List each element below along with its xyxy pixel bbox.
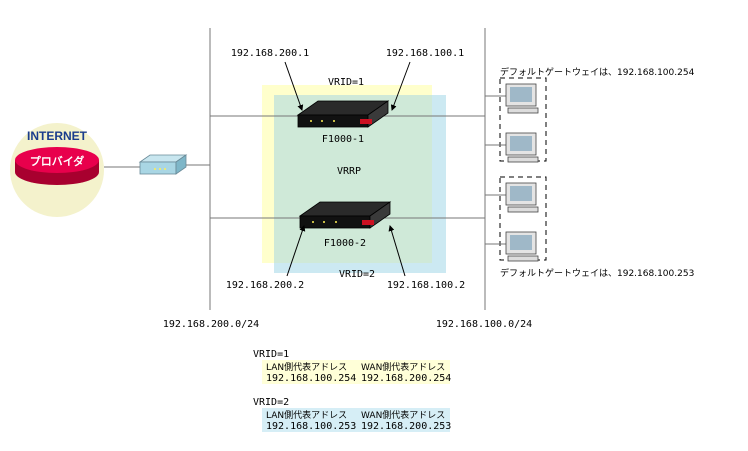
table-vrid2-header-lan: LAN側代表アドレス: [266, 409, 347, 421]
computer-icon: [505, 132, 539, 163]
router1-wan-ip: 192.168.200.1: [231, 48, 309, 59]
table-vrid2-value-wan: 192.168.200.253: [361, 421, 451, 432]
arrow-router2-wan: [286, 225, 306, 277]
table-vrid2-header-wan: WAN側代表アドレス: [361, 409, 445, 421]
table-vrid1-title: VRID=1: [253, 349, 289, 360]
arrow-router2-lan: [388, 225, 406, 277]
gateway-label-2: デフォルトゲートウェイは、192.168.100.253: [500, 267, 694, 279]
table-vrid1-header-wan: WAN側代表アドレス: [361, 361, 445, 373]
lan-network-label: 192.168.100.0/24: [436, 319, 532, 330]
internet-label: INTERNET: [27, 129, 88, 143]
router2-name: F1000-2: [324, 238, 366, 249]
router2-wan-ip: 192.168.200.2: [226, 280, 304, 291]
vrid1-label: VRID=1: [328, 77, 364, 88]
table-vrid1-value-wan: 192.168.200.254: [361, 373, 451, 384]
wan-network-label: 192.168.200.0/24: [163, 319, 259, 330]
router2-lan-ip: 192.168.100.2: [387, 280, 465, 291]
router-f1000-2-icon: [298, 201, 392, 229]
table-vrid2-title: VRID=2: [253, 397, 289, 408]
gateway-label-1: デフォルトゲートウェイは、192.168.100.254: [500, 66, 695, 78]
hub-icon: [138, 154, 188, 175]
arrow-router1-wan: [284, 61, 304, 111]
vrid2-label: VRID=2: [339, 269, 375, 280]
computer-icon: [505, 83, 539, 114]
table-vrid1-value-lan: 192.168.100.254: [266, 373, 356, 384]
router-f1000-1-icon: [296, 100, 390, 128]
computer-icon: [505, 182, 539, 213]
router1-name: F1000-1: [322, 134, 364, 145]
vrrp-label: VRRP: [337, 166, 361, 177]
table-vrid1-bg: [262, 360, 450, 384]
table-vrid2-value-lan: 192.168.100.253: [266, 421, 356, 432]
table-vrid1-header-lan: LAN側代表アドレス: [266, 361, 347, 373]
router1-lan-ip: 192.168.100.1: [386, 48, 464, 59]
computer-icon: [505, 231, 539, 262]
table-vrid2-bg: [262, 408, 450, 432]
client-group-1: [499, 77, 547, 162]
client-group-2: [499, 176, 547, 261]
provider-label: プロバイダ: [30, 154, 85, 168]
provider-disk: [15, 147, 99, 185]
arrow-router1-lan: [390, 61, 411, 111]
